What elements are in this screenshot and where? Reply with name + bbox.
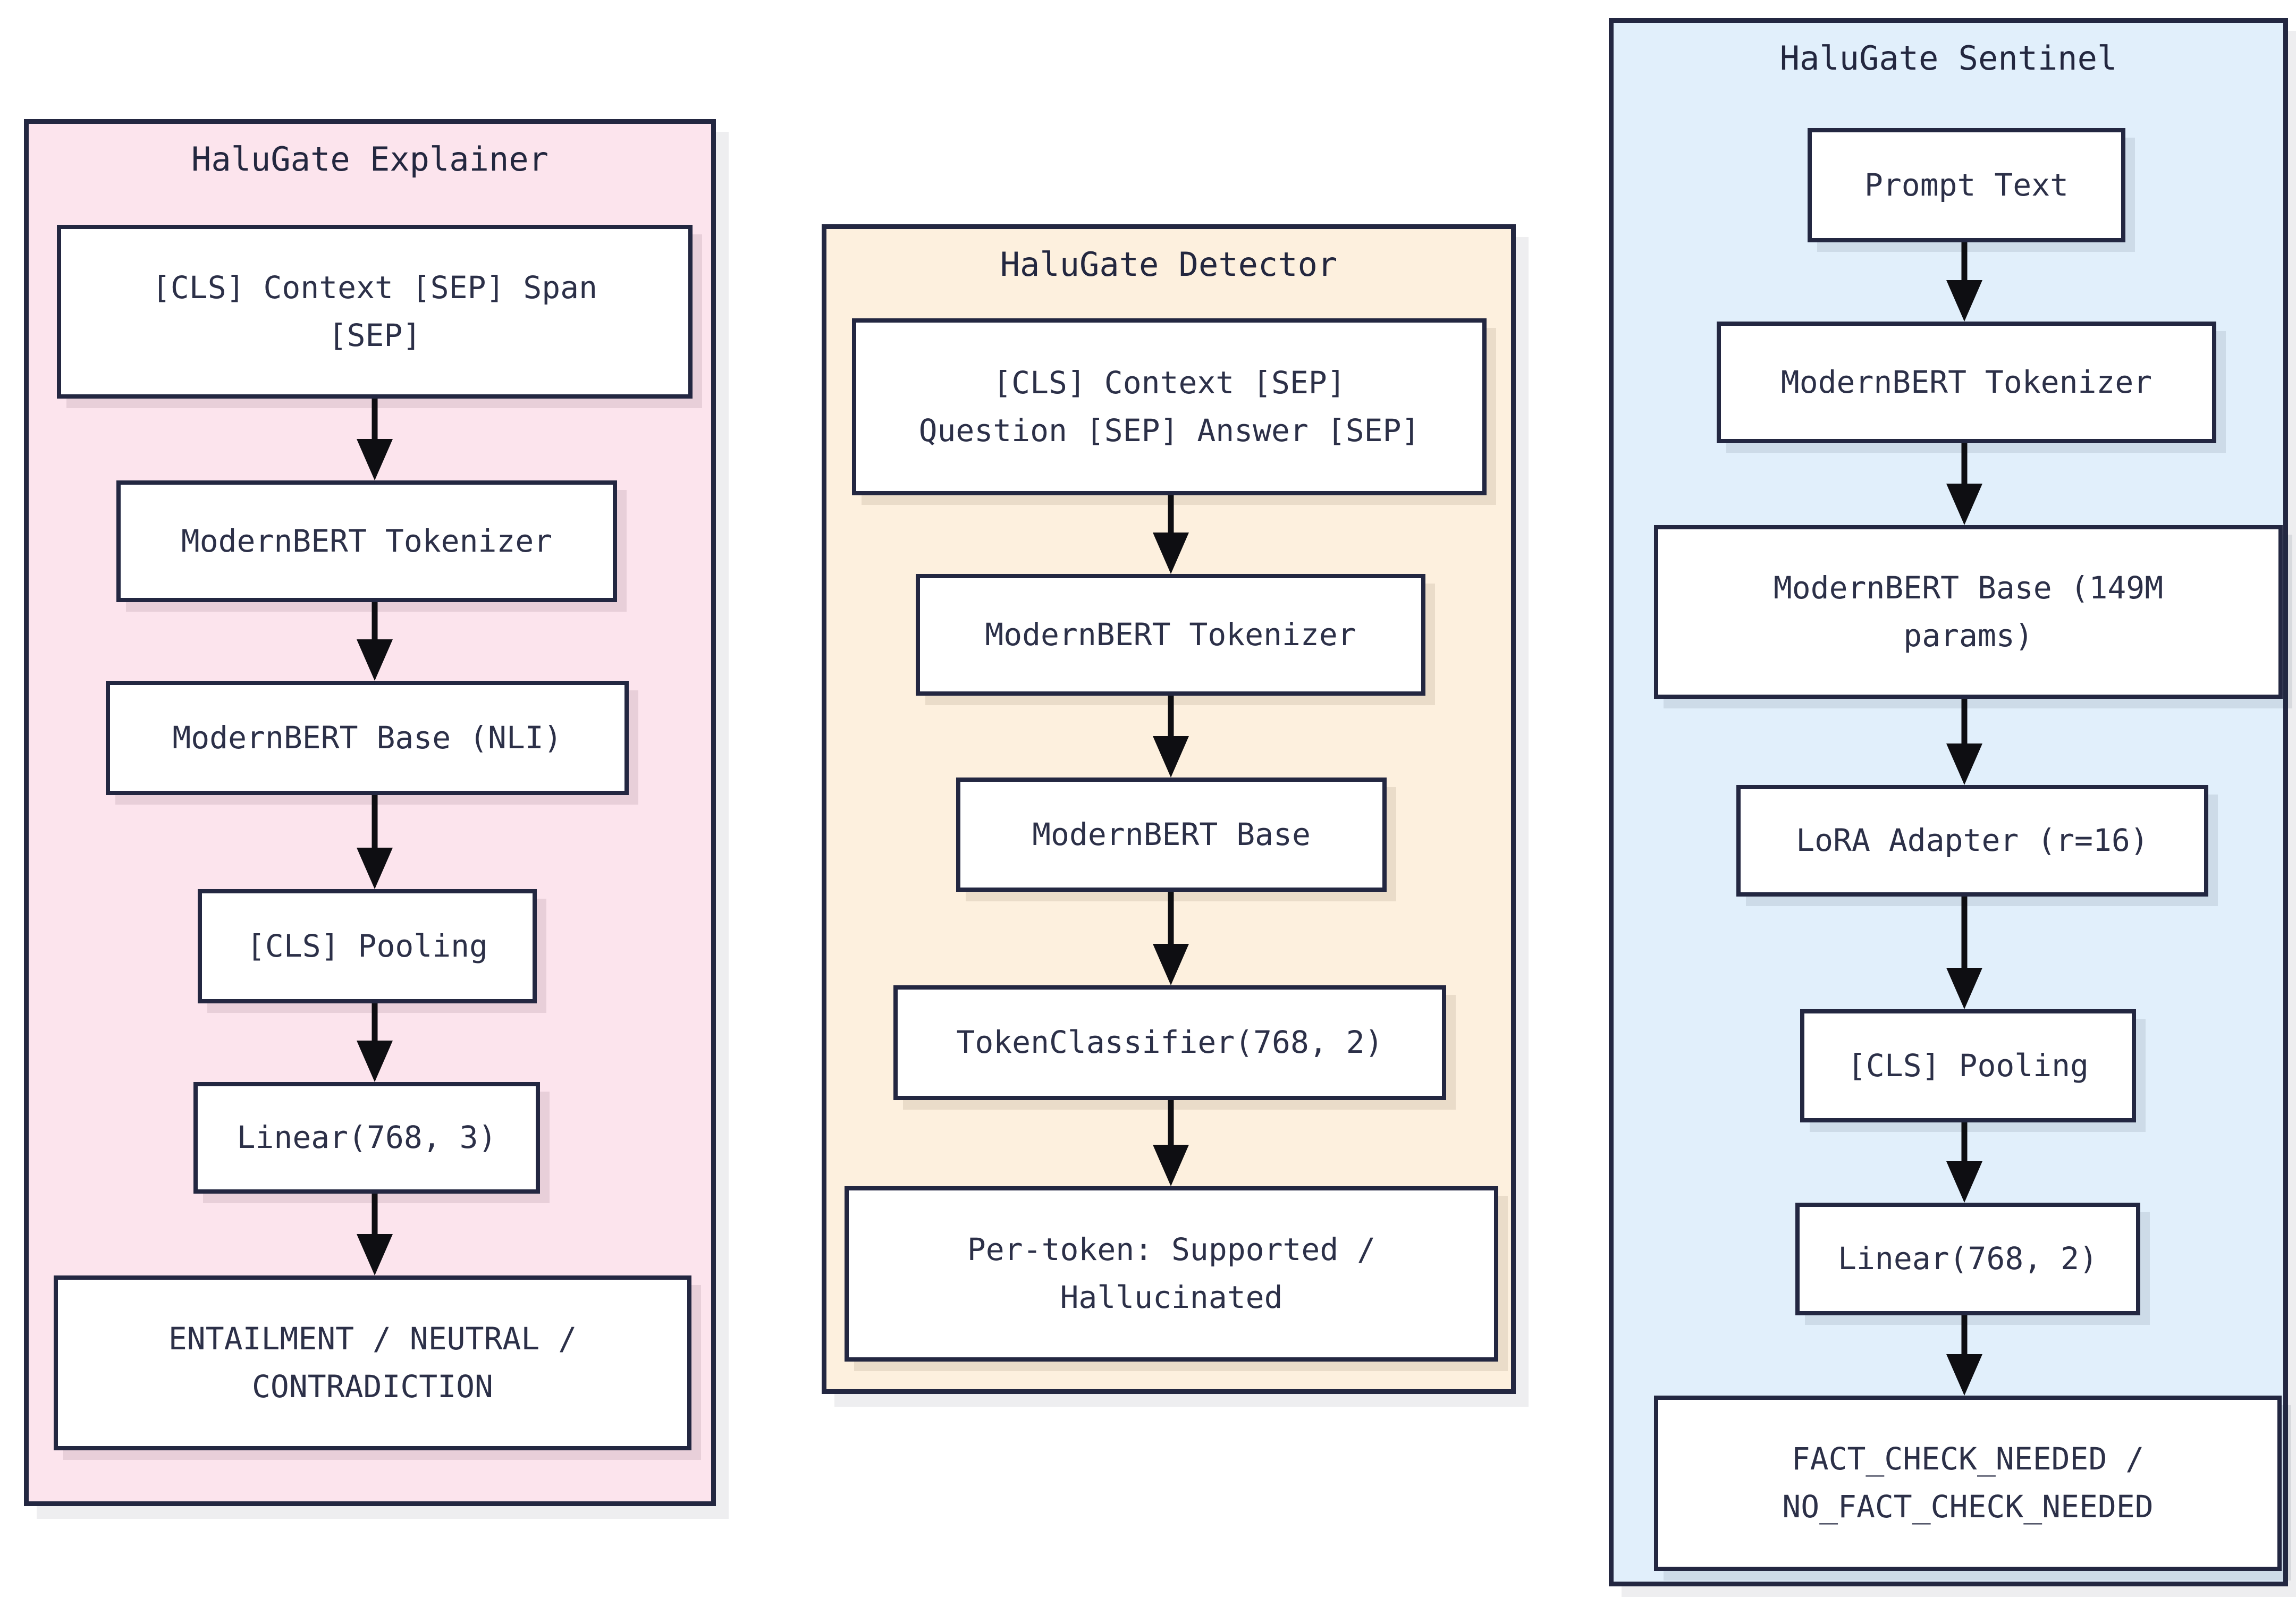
- box-detector-input: [CLS] Context [SEP] Question [SEP] Answe…: [852, 318, 1487, 495]
- arrow-head: [1153, 533, 1189, 574]
- box-detector-tokenizer: ModernBERT Tokenizer: [916, 574, 1425, 696]
- arrow-down-icon: [1152, 892, 1189, 985]
- box-detector-base: ModernBERT Base: [956, 778, 1387, 892]
- arrow-stem: [1961, 1122, 1968, 1162]
- arrow-down-icon: [1946, 1122, 1983, 1203]
- arrow-down-icon: [1946, 443, 1983, 525]
- arrow-stem: [1961, 242, 1968, 281]
- arrow-down-icon: [1152, 696, 1189, 778]
- arrow-stem: [372, 1003, 378, 1042]
- arrow-down-icon: [1152, 495, 1189, 574]
- panel-explainer-title: HaluGate Explainer: [191, 140, 548, 179]
- arrow-down-icon: [1946, 242, 1983, 322]
- box-sentinel-pooling: [CLS] Pooling: [1800, 1009, 2136, 1122]
- box-sentinel-linear: Linear(768, 2): [1795, 1203, 2140, 1315]
- box-sentinel-lora-adapter: LoRA Adapter (r=16): [1736, 785, 2208, 897]
- box-explainer-base: ModernBERT Base (NLI): [106, 681, 629, 795]
- arrow-head: [1946, 484, 1982, 525]
- arrow-stem: [1961, 699, 1968, 745]
- box-explainer-input: [CLS] Context [SEP] Span [SEP]: [57, 225, 693, 399]
- box-sentinel-prompt-input: Prompt Text: [1808, 128, 2125, 242]
- arrow-down-icon: [1946, 1315, 1983, 1396]
- arrow-head: [357, 1234, 393, 1275]
- arrow-head: [1153, 1145, 1189, 1186]
- box-explainer-output: ENTAILMENT / NEUTRAL / CONTRADICTION: [54, 1275, 691, 1450]
- panel-detector: HaluGate Detector [CLS] Context [SEP] Qu…: [822, 224, 1516, 1394]
- arrow-head: [1946, 1161, 1982, 1203]
- arrow-stem: [372, 1194, 378, 1235]
- arrow-stem: [1168, 696, 1174, 737]
- arrow-head: [1946, 968, 1982, 1009]
- arrow-down-icon: [356, 399, 393, 480]
- arrow-head: [1946, 1354, 1982, 1396]
- box-explainer-tokenizer: ModernBERT Tokenizer: [116, 480, 617, 602]
- arrow-down-icon: [356, 1194, 393, 1275]
- arrow-head: [357, 848, 393, 889]
- panel-explainer: HaluGate Explainer [CLS] Context [SEP] S…: [24, 119, 716, 1506]
- arrow-down-icon: [356, 795, 393, 889]
- arrow-stem: [1168, 1100, 1174, 1146]
- arrow-down-icon: [356, 1003, 393, 1082]
- box-detector-token-classifier: TokenClassifier(768, 2): [893, 985, 1446, 1100]
- arrow-stem: [1961, 443, 1968, 485]
- arrow-head: [357, 1041, 393, 1082]
- arrow-down-icon: [1946, 699, 1983, 785]
- panel-sentinel-title: HaluGate Sentinel: [1779, 39, 2117, 78]
- arrow-head: [357, 639, 393, 681]
- arrow-down-icon: [356, 602, 393, 681]
- arrow-stem: [1961, 897, 1968, 969]
- arrow-head: [1946, 280, 1982, 322]
- arrow-down-icon: [1946, 897, 1983, 1009]
- box-explainer-pooling: [CLS] Pooling: [198, 889, 537, 1003]
- arrow-head: [1153, 736, 1189, 778]
- arrow-head: [1153, 944, 1189, 985]
- arrow-stem: [1961, 1315, 1968, 1355]
- arrow-stem: [1168, 892, 1174, 945]
- arrow-head: [357, 439, 393, 480]
- arrow-stem: [372, 399, 378, 440]
- box-detector-output: Per-token: Supported / Hallucinated: [845, 1186, 1498, 1362]
- box-sentinel-output: FACT_CHECK_NEEDED / NO_FACT_CHECK_NEEDED: [1654, 1396, 2282, 1571]
- box-sentinel-tokenizer: ModernBERT Tokenizer: [1717, 322, 2216, 443]
- panel-sentinel: HaluGate Sentinel Prompt Text ModernBERT…: [1609, 18, 2288, 1586]
- arrow-stem: [1168, 495, 1174, 534]
- arrow-stem: [372, 795, 378, 849]
- box-sentinel-base: ModernBERT Base (149M params): [1654, 525, 2283, 699]
- arrow-stem: [372, 602, 378, 640]
- arrow-head: [1946, 743, 1982, 785]
- box-explainer-linear: Linear(768, 3): [193, 1082, 540, 1194]
- panel-detector-title: HaluGate Detector: [1000, 245, 1338, 284]
- arrow-down-icon: [1152, 1100, 1189, 1186]
